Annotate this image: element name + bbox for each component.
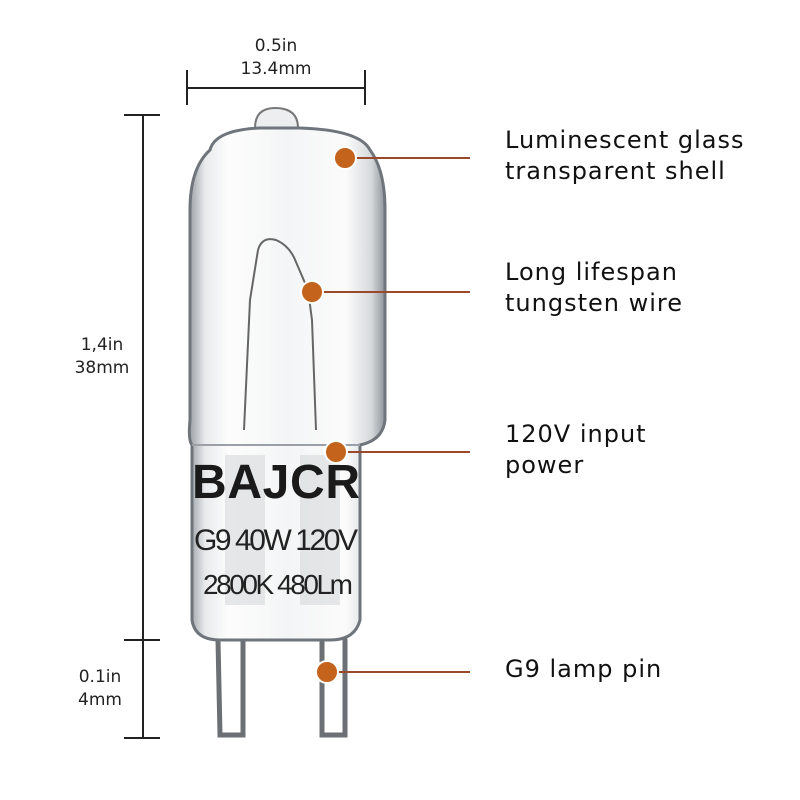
body-height-label: 1,4in 38mm: [74, 335, 130, 378]
callout-dots: [300, 146, 357, 684]
width-dimension-line: [186, 70, 366, 105]
bulb-spec-line1: G9 40W 120V: [194, 524, 358, 557]
callout-lines: [312, 157, 470, 673]
callout-dot-shell: [333, 146, 357, 170]
callout-dot-pin: [315, 660, 339, 684]
callout-label-wire: Long lifespan tungsten wire: [505, 258, 683, 317]
height-dimension-line: [124, 114, 160, 739]
callout-label-pin: G9 lamp pin: [505, 655, 663, 683]
callout-label-shell: Luminescent glass transparent shell: [505, 126, 745, 185]
bulb-spec-line2: 2800K 480Lm: [203, 569, 353, 600]
width-dimension-label: 0.5in 13.4mm: [240, 36, 312, 79]
glass-shell: [187, 106, 387, 642]
pin-height-label: 0.1in 4mm: [78, 667, 122, 710]
bulb-brand: BAJCR: [192, 456, 360, 509]
callout-dot-wire: [300, 280, 324, 304]
callout-dot-power: [324, 440, 348, 464]
callout-label-power: 120V input power: [505, 420, 647, 479]
